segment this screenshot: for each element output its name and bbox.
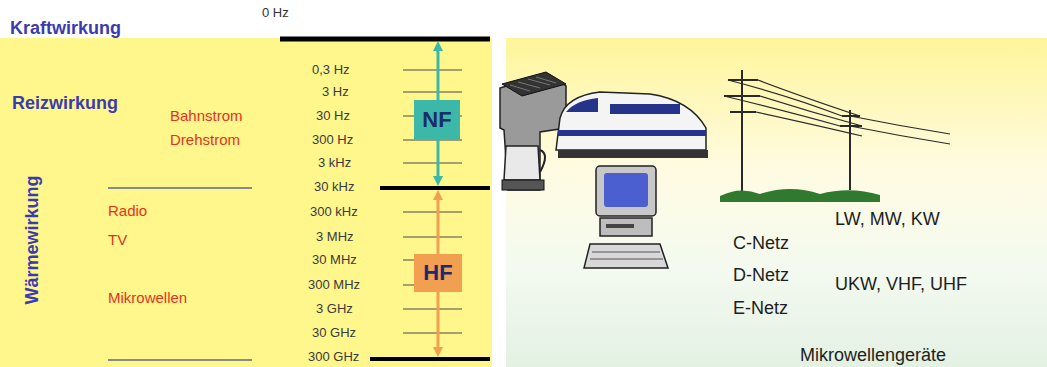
- frequency-label: 300 MHz: [308, 274, 360, 296]
- frequency-label: 3 GHz: [316, 298, 353, 320]
- frequency-label: 300 Hz: [312, 129, 353, 151]
- frequency-label: 30 MHz: [312, 249, 357, 271]
- frequency-label: 30 kHz: [314, 176, 354, 198]
- band-label: HF: [423, 260, 452, 286]
- application-label: Drehstrom: [170, 129, 240, 151]
- network-label: C-Netz: [733, 232, 789, 254]
- frequency-label: 300 kHz: [310, 201, 358, 223]
- band-name-label: LW, MW, KW: [835, 208, 940, 230]
- device-label: Mikrowellengeräte: [800, 344, 946, 366]
- application-label: TV: [108, 229, 127, 251]
- band-name-label: UKW, VHF, UHF: [835, 273, 967, 295]
- application-label: Bahnstrom: [170, 105, 243, 127]
- application-label: Mikrowellen: [108, 287, 187, 309]
- frequency-label: 0,3 Hz: [312, 59, 350, 81]
- effect-label: Reizwirkung: [12, 92, 118, 114]
- frequency-label: 3 Hz: [322, 81, 349, 103]
- effect-label: Wärmewirkung: [21, 140, 43, 340]
- frequency-label: 300 GHz: [308, 346, 359, 367]
- band-box: NF: [414, 100, 460, 140]
- band-box: HF: [414, 254, 462, 292]
- frequency-label: 0 Hz: [262, 2, 289, 24]
- frequency-label: 3 MHz: [316, 226, 354, 248]
- effect-label: Kraftwirkung: [10, 17, 121, 39]
- application-label: Radio: [108, 200, 147, 222]
- network-label: D-Netz: [733, 264, 789, 286]
- frequency-label: 30 Hz: [316, 105, 350, 127]
- network-label: E-Netz: [733, 297, 788, 319]
- band-label: NF: [422, 107, 451, 133]
- frequency-label: 30 GHz: [312, 322, 356, 344]
- frequency-label: 3 kHz: [318, 152, 351, 174]
